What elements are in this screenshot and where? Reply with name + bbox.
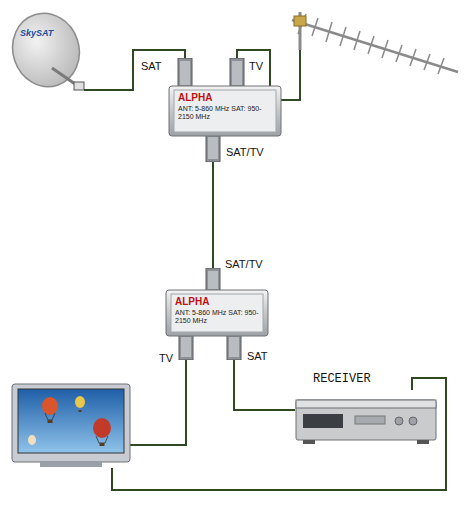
port-label: SAT/TV — [224, 258, 264, 270]
port-label: TV — [248, 60, 264, 72]
tv-cable — [130, 360, 186, 445]
coax-cable — [234, 360, 295, 410]
port-label: SAT/TV — [225, 146, 265, 158]
coax-cable — [212, 162, 214, 268]
port-label: SAT — [140, 60, 163, 72]
port-label: SAT — [246, 350, 269, 362]
diplexer-box: ALPHA ANT: 5-860 MHz SAT: 950-2150 MHz — [165, 268, 269, 360]
tv-set — [12, 384, 130, 467]
receiver-box: RECEIVER — [295, 390, 437, 452]
device-heading: RECEIVER — [313, 372, 371, 386]
yagi-antenna — [292, 12, 458, 74]
av-cable — [112, 378, 446, 490]
satellite-dish: SkySAT — [8, 10, 94, 98]
receiver-shape — [295, 390, 437, 452]
frequency-spec: ANT: 5-860 MHz SAT: 950-2150 MHz — [175, 309, 259, 325]
brand-name: ALPHA — [175, 296, 209, 307]
dish-shape — [8, 10, 94, 98]
port-label: TV — [158, 352, 174, 364]
brand-name: SkySAT — [20, 28, 53, 38]
coax-cable — [94, 50, 185, 90]
frequency-spec: ANT: 5-860 MHz SAT: 950-2150 MHz — [178, 105, 272, 121]
brand-name: ALPHA — [178, 92, 212, 103]
